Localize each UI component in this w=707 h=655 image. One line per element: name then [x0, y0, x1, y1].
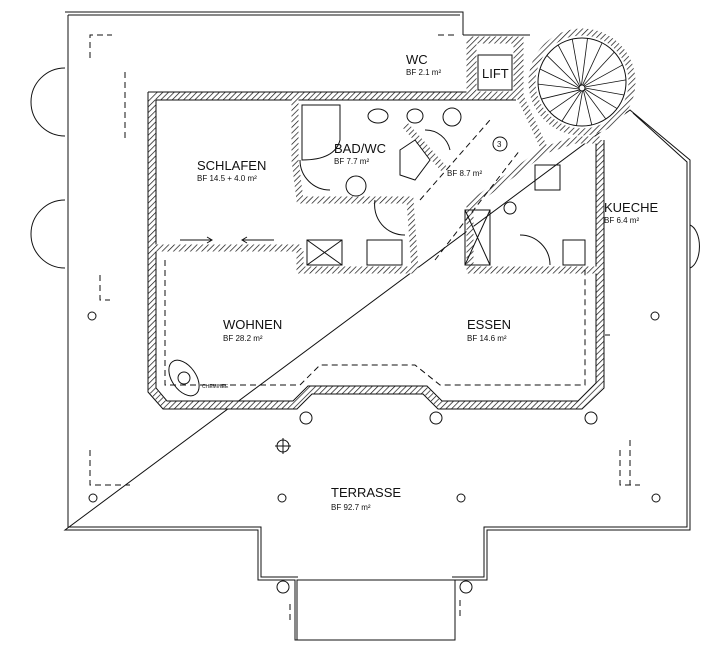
- stair-step: [557, 44, 581, 87]
- room-name-wc: WC: [406, 52, 428, 67]
- stair-step: [581, 38, 588, 86]
- stair-step: [584, 64, 623, 87]
- columns: [87, 311, 661, 594]
- stair-step: [571, 39, 581, 86]
- terrace-outline: [30, 11, 700, 641]
- direction-arrows: [180, 236, 274, 244]
- room-area-flur: BF 8.7 m²: [447, 169, 482, 178]
- building-walls: [147, 36, 605, 410]
- room-name-wohnen: WOHNEN: [223, 317, 282, 332]
- stair-step: [539, 68, 580, 89]
- room-area-wohnen: BF 28.2 m²: [223, 334, 263, 343]
- room-area-essen: BF 14.6 m²: [467, 334, 507, 343]
- room-area-kueche: BF 6.4 m²: [604, 216, 639, 225]
- stair-step: [576, 90, 583, 126]
- stair-step: [549, 90, 581, 113]
- lift: [469, 36, 521, 99]
- spiral-staircase: [528, 28, 636, 136]
- stair-step: [561, 90, 582, 122]
- room-name-schlafen: SCHLAFEN: [197, 158, 266, 173]
- room-area-schlafen: BF 14.5 + 4.0 m²: [197, 174, 257, 183]
- fixtures: [168, 104, 586, 454]
- stair-step: [584, 79, 627, 88]
- stair-step: [584, 88, 618, 109]
- room-name-kueche: KUECHE: [604, 200, 659, 215]
- stair-step: [583, 89, 607, 120]
- stair-step: [546, 55, 580, 88]
- stair-step: [583, 51, 615, 86]
- room-name-essen: ESSEN: [467, 317, 511, 332]
- room-area-bad: BF 7.7 m²: [334, 157, 369, 166]
- room-area-wc: BF 2.1 m²: [406, 68, 441, 77]
- stair-step: [583, 90, 593, 125]
- stair-step: [584, 87, 625, 96]
- room-name-terrasse: TERRASSE: [331, 485, 401, 500]
- stair-step: [538, 83, 580, 90]
- stair-step: [541, 89, 580, 100]
- room-marker-flur: 3: [497, 140, 502, 149]
- stair-step: [582, 42, 603, 86]
- room-name-lift: LIFT: [482, 66, 509, 81]
- chimney-label: CHEMINEE: [202, 384, 229, 390]
- room-area-terrasse: BF 92.7 m²: [331, 503, 371, 512]
- room-name-bad: BAD/WC: [334, 141, 386, 156]
